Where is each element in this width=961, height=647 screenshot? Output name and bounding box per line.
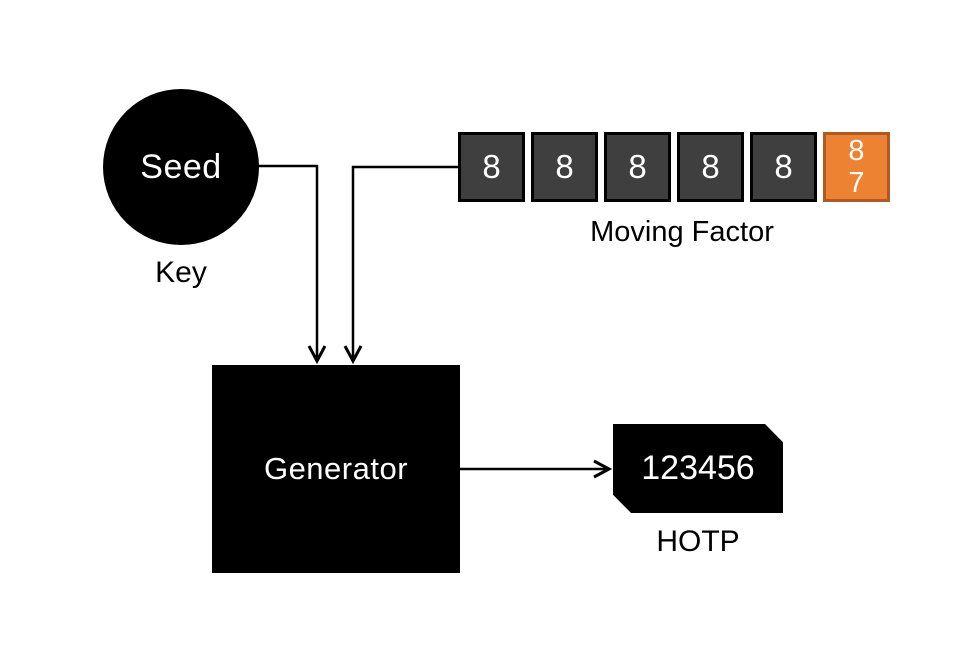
moving-factor-digit: 8 [555,148,574,185]
hotp-caption: HOTP [656,525,740,558]
moving-factor-row: 8 8 8 8 8 8 7 [458,132,890,202]
key-caption: Key [155,256,207,289]
connector-moving-factor-to-generator [353,165,458,360]
moving-factor-box: 8 [531,132,598,202]
moving-factor-digit-top: 8 [848,135,865,167]
moving-factor-digit: 8 [628,148,647,185]
moving-factor-caption: Moving Factor [590,216,774,248]
moving-factor-digit: 8 [774,148,793,185]
moving-factor-box: 8 [458,132,525,202]
seed-node: Seed [103,89,259,245]
moving-factor-box: 8 [750,132,817,202]
generator-node: Generator [212,365,460,573]
moving-factor-box-highlighted: 8 7 [823,132,890,202]
hotp-value: 123456 [641,449,755,487]
hotp-node: 123456 [613,424,783,513]
generator-label: Generator [263,451,409,486]
moving-factor-digit: 8 [701,148,720,185]
moving-factor-digit-bottom: 7 [848,167,865,199]
connector-seed-to-generator [258,164,317,360]
moving-factor-digit: 8 [482,148,501,185]
moving-factor-box: 8 [677,132,744,202]
seed-label: Seed [140,147,222,186]
moving-factor-box: 8 [604,132,671,202]
